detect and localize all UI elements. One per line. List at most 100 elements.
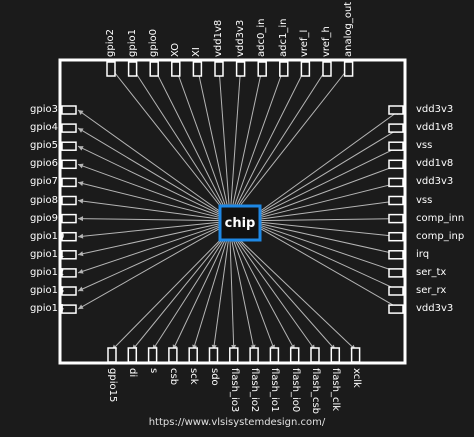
pad-bottom-flash-clk xyxy=(330,347,341,363)
wire-gpio15 xyxy=(111,237,223,351)
pin-label-gpio9: gpio9 xyxy=(30,212,58,224)
wire-gpio10 xyxy=(77,221,223,238)
wire-adc0-in xyxy=(231,67,263,209)
wire-gpio11-arrowhead xyxy=(78,251,84,257)
pad-top-analog-out xyxy=(343,61,354,77)
pin-label-gpio14: gpio14 xyxy=(30,303,65,315)
pad-bottom-flash-csb xyxy=(310,347,320,363)
pad-bottom-flash-io0 xyxy=(289,347,300,363)
pin-label-right-comp-inn-6: comp_inn xyxy=(416,212,465,224)
pin-label-vdd1v8: vdd1v8 xyxy=(213,19,224,57)
pin-label-gpio10: gpio10 xyxy=(30,230,65,242)
pad-left-gpio13 xyxy=(61,286,77,296)
pad-right-comp-inn-6 xyxy=(388,213,404,224)
pin-label-adc0-in: adc0_in xyxy=(256,18,268,57)
pin-label-gpio6: gpio6 xyxy=(30,158,58,170)
pin-label-s: s xyxy=(147,368,159,374)
pad-left-gpio3 xyxy=(61,105,77,115)
pad-left-gpio4 xyxy=(61,123,77,133)
pin-label-right-vss-2: vss xyxy=(416,140,433,152)
pin-label-xclk: xclk xyxy=(350,368,362,388)
wire-gpio9 xyxy=(77,218,223,222)
wire-gpio1 xyxy=(132,67,224,209)
wire-flash-io3 xyxy=(229,237,235,351)
pin-label-gpio15: gpio15 xyxy=(107,368,118,403)
pin-label-gpio13: gpio13 xyxy=(30,285,65,296)
pad-left-gpio9 xyxy=(61,213,77,224)
wire-flash-io1 xyxy=(232,237,275,351)
pin-label-gpio0: gpio0 xyxy=(148,29,160,57)
pin-label-gpio4: gpio4 xyxy=(30,122,58,134)
pin-label-gpio3: gpio3 xyxy=(30,104,58,115)
wire-gpio14-arrowhead xyxy=(78,304,84,310)
pin-label-flash-csb: flash_csb xyxy=(310,368,321,415)
wire-gpio5 xyxy=(77,145,223,216)
wire-right-vdd1v8-1 xyxy=(257,127,401,215)
source-url: https://www.vlsisystemdesign.com/ xyxy=(148,417,326,428)
pad-bottom-sck xyxy=(188,347,198,363)
pin-label-right-vdd3v3-0: vdd3v3 xyxy=(416,104,454,115)
chip-label: chip xyxy=(224,216,256,231)
pin-label-di: di xyxy=(127,368,139,378)
wire-gpio0 xyxy=(153,67,226,209)
wire-gpio13 xyxy=(77,225,223,292)
pin-label-right-ser-tx-9: ser_tx xyxy=(416,266,447,278)
wire-gpio7-arrowhead xyxy=(78,181,84,187)
pad-bottom-flash-io3 xyxy=(229,347,239,363)
pad-bottom-xclk xyxy=(350,347,361,363)
pad-right-vdd3v3-4 xyxy=(388,177,404,188)
pin-label-vdd3v3: vdd3v3 xyxy=(234,19,246,57)
wire-vref-h xyxy=(236,67,328,209)
pin-label-right-ser-rx-10: ser_rx xyxy=(416,285,447,296)
wire-flash-io0 xyxy=(233,237,296,351)
wires xyxy=(77,67,401,351)
pad-top-adc1-in xyxy=(279,61,289,77)
pad-bottom-sdo xyxy=(208,347,219,363)
wire-gpio8-arrowhead xyxy=(78,198,84,204)
wire-right-vdd3v3-11 xyxy=(257,226,401,310)
wire-csb xyxy=(172,237,227,351)
pin-label-gpio12: gpio12 xyxy=(30,266,65,278)
pin-label-gpio2: gpio2 xyxy=(105,29,116,57)
wire-vdd1v8 xyxy=(218,67,230,209)
chip-block[interactable] xyxy=(218,204,262,242)
pin-label-right-vdd3v3-4: vdd3v3 xyxy=(416,176,454,188)
pin-label-xi: XI xyxy=(191,47,203,57)
pin-label-csb: csb xyxy=(167,368,179,386)
wire-xclk xyxy=(237,237,356,351)
wire-gpio14 xyxy=(77,226,223,310)
pad-right-ser-tx-9 xyxy=(388,268,404,278)
pin-label-gpio7: gpio7 xyxy=(30,176,58,188)
pad-right-comp-inp-7 xyxy=(388,231,404,242)
wire-right-comp-inn-6 xyxy=(257,218,401,222)
pad-bottom-flash-io2 xyxy=(249,347,259,363)
pad-bottom-flash-io1 xyxy=(269,347,280,363)
pin-label-right-vss-5: vss xyxy=(416,194,433,206)
wire-gpio4-arrowhead xyxy=(78,128,84,133)
pin-label-vref-h: vref_h xyxy=(321,26,332,57)
pad-right-vss-2 xyxy=(388,141,404,151)
wire-gpio3 xyxy=(77,109,223,214)
wire-gpio2 xyxy=(110,67,223,209)
pad-top-gpio2 xyxy=(106,61,116,77)
pin-label-gpio1: gpio1 xyxy=(126,29,138,57)
wire-right-vss-2 xyxy=(257,145,401,216)
package-outline xyxy=(58,58,407,365)
wire-gpio3-arrowhead xyxy=(78,110,84,115)
pad-top-adc0-in xyxy=(257,61,267,77)
pin-label-gpio5: gpio5 xyxy=(30,140,58,152)
pad-top-vdd1v8 xyxy=(214,61,224,77)
pad-top-vdd3v3 xyxy=(235,61,246,77)
wire-gpio6-arrowhead xyxy=(78,163,84,169)
wire-right-ser-rx-10 xyxy=(257,225,401,292)
wire-flash-io2 xyxy=(230,237,255,351)
wire-xi xyxy=(196,67,229,209)
wire-gpio8 xyxy=(77,200,223,220)
wire-gpio13-arrowhead xyxy=(78,286,84,292)
wire-gpio7 xyxy=(77,181,223,219)
pad-top-vref-h xyxy=(322,61,332,77)
pad-bottom-di xyxy=(127,347,138,363)
pad-left-gpio12 xyxy=(61,268,77,278)
wire-gpio9-arrowhead xyxy=(78,216,84,222)
